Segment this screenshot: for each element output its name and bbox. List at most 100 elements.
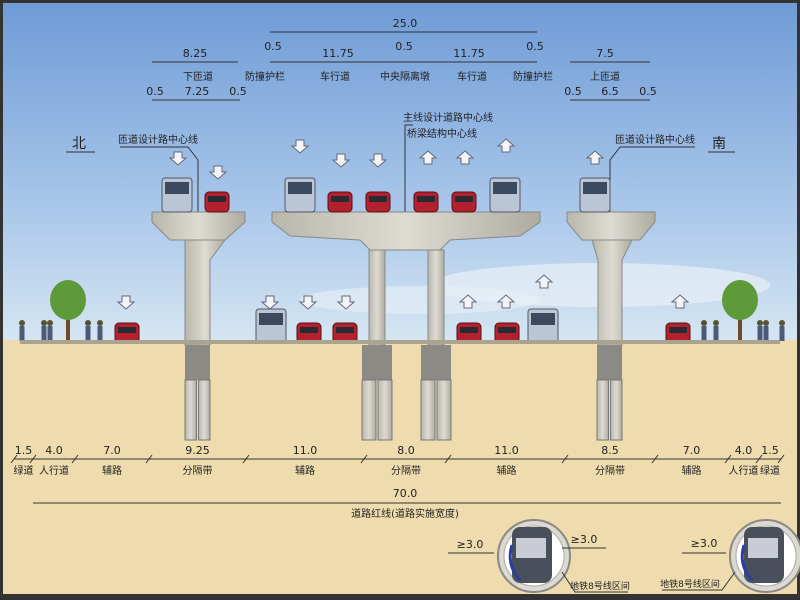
- main-centerline-label: 主线设计道路中心线: [403, 111, 493, 124]
- pile: [377, 379, 393, 441]
- pile-cap: [362, 345, 392, 380]
- arrow-down-icon: [368, 153, 388, 168]
- bridge-centerline-label: 桥梁结构中心线: [407, 127, 477, 140]
- bottom-dim-label: 辅路: [295, 464, 315, 477]
- total-width-value: 70.0: [393, 487, 418, 500]
- pedestrian-icon: [757, 320, 763, 326]
- bottom-dim-label: 分隔带: [595, 465, 625, 477]
- metro-tunnel-1: [497, 519, 571, 593]
- metro-tunnel-2: [729, 519, 800, 593]
- pedestrian-icon: [47, 320, 53, 326]
- dim-tick: [71, 454, 79, 464]
- pile: [420, 379, 436, 441]
- bottom-dim-value: 1.5: [15, 444, 33, 457]
- road-surface: [20, 340, 780, 344]
- tree-icon: [722, 280, 758, 320]
- bottom-dim-value: 4.0: [45, 444, 63, 457]
- pile: [184, 379, 197, 441]
- pile: [361, 379, 377, 441]
- label-main: 中央隔离墩: [380, 70, 430, 83]
- arrow-up-icon: [458, 294, 478, 309]
- pile: [610, 379, 623, 441]
- arrow-down-icon: [260, 295, 280, 310]
- clearance-left-1: ≥3.0: [457, 538, 484, 551]
- leader-line: [662, 571, 736, 591]
- bottom-dim-label: 分隔带: [183, 465, 213, 477]
- dim-main: 0.5: [395, 40, 413, 53]
- pile-foundations: [184, 345, 623, 441]
- dim-sub: 0.5: [229, 85, 247, 98]
- total-width-label: 道路红线(道路实施宽度): [351, 507, 459, 520]
- clearance-right-1: ≥3.0: [571, 533, 598, 546]
- dim-tick: [651, 454, 659, 464]
- bottom-dim-label: 分隔带: [391, 465, 421, 477]
- dim-tick: [10, 454, 18, 464]
- bottom-dim-value: 1.5: [761, 444, 779, 457]
- pile-cap: [421, 345, 451, 380]
- bottom-dim-label: 人行道: [39, 464, 69, 477]
- label-main: 防撞护栏: [513, 70, 553, 83]
- pedestrian-icon: [41, 320, 47, 326]
- bottom-dim-value: 11.0: [494, 444, 519, 457]
- arrow-down-icon: [336, 295, 356, 310]
- bottom-dim-label: 绿道: [760, 464, 780, 477]
- arrow-up-icon: [670, 294, 690, 309]
- bottom-dim-value: 4.0: [735, 444, 753, 457]
- arrow-up-icon: [455, 150, 475, 165]
- dim-tick: [145, 454, 153, 464]
- dim-tick: [29, 454, 37, 464]
- dim-tick: [755, 454, 763, 464]
- ramp-centerline-left: 匝道设计路中心线: [118, 133, 198, 146]
- arrow-up-icon: [534, 274, 554, 289]
- dim-tick: [561, 454, 569, 464]
- dim-tick: [444, 454, 452, 464]
- arrow-down-icon: [208, 165, 228, 180]
- pile: [198, 379, 211, 441]
- leader-line: [561, 571, 628, 593]
- dim-main: 11.75: [453, 47, 485, 60]
- tree-icon: [50, 280, 86, 320]
- centerline: [404, 124, 413, 212]
- dim-sub: 0.5: [564, 85, 582, 98]
- label-left-ramp: 下匝道: [183, 70, 213, 83]
- dim-overall: 25.0: [393, 17, 418, 30]
- arrow-up-icon: [585, 150, 605, 165]
- bottom-dim-value: 9.25: [185, 444, 210, 457]
- label-right-ramp: 上匝道: [590, 70, 620, 83]
- pedestrian-icon: [779, 320, 785, 326]
- traffic-direction-arrows: [116, 138, 690, 310]
- dim-main: 11.75: [322, 47, 354, 60]
- bridge-structures: [151, 211, 656, 346]
- pedestrian-icon: [19, 320, 25, 326]
- pile: [596, 379, 609, 441]
- right-ramp-deck: [566, 211, 656, 241]
- arrow-down-icon: [168, 151, 188, 166]
- arrow-down-icon: [116, 295, 136, 310]
- pedestrians-and-trees: [19, 280, 785, 341]
- cloud: [300, 286, 540, 314]
- pedestrian-icon: [85, 320, 91, 326]
- south-label: 南: [712, 136, 726, 152]
- bottom-dimensions: 1.5绿道4.0人行道7.0辅路9.25分隔带11.0辅路8.0分隔带11.0辅…: [10, 444, 785, 477]
- arrow-up-icon: [496, 294, 516, 309]
- tunnel-label-2: 地铁8号线区间: [660, 578, 720, 590]
- pedestrian-icon: [97, 320, 103, 326]
- dim-main: 0.5: [264, 40, 282, 53]
- pile-cap: [185, 345, 210, 380]
- label-main: 车行道: [320, 70, 350, 83]
- bottom-dim-value: 8.5: [601, 444, 619, 457]
- leader-line: [120, 146, 199, 212]
- dim-tick: [242, 454, 250, 464]
- ramp-centerline-right: 匝道设计路中心线: [615, 133, 695, 146]
- dim-main: 0.5: [526, 40, 544, 53]
- pedestrian-icon: [763, 320, 769, 326]
- dim-sub: 0.5: [146, 85, 164, 98]
- pile-cap: [597, 345, 622, 380]
- bottom-dim-label: 绿道: [14, 464, 34, 477]
- arrow-up-icon: [496, 138, 516, 153]
- dim-left-ramp-total: 8.25: [183, 47, 208, 60]
- bottom-dim-value: 7.0: [683, 444, 701, 457]
- bottom-dim-value: 7.0: [103, 444, 121, 457]
